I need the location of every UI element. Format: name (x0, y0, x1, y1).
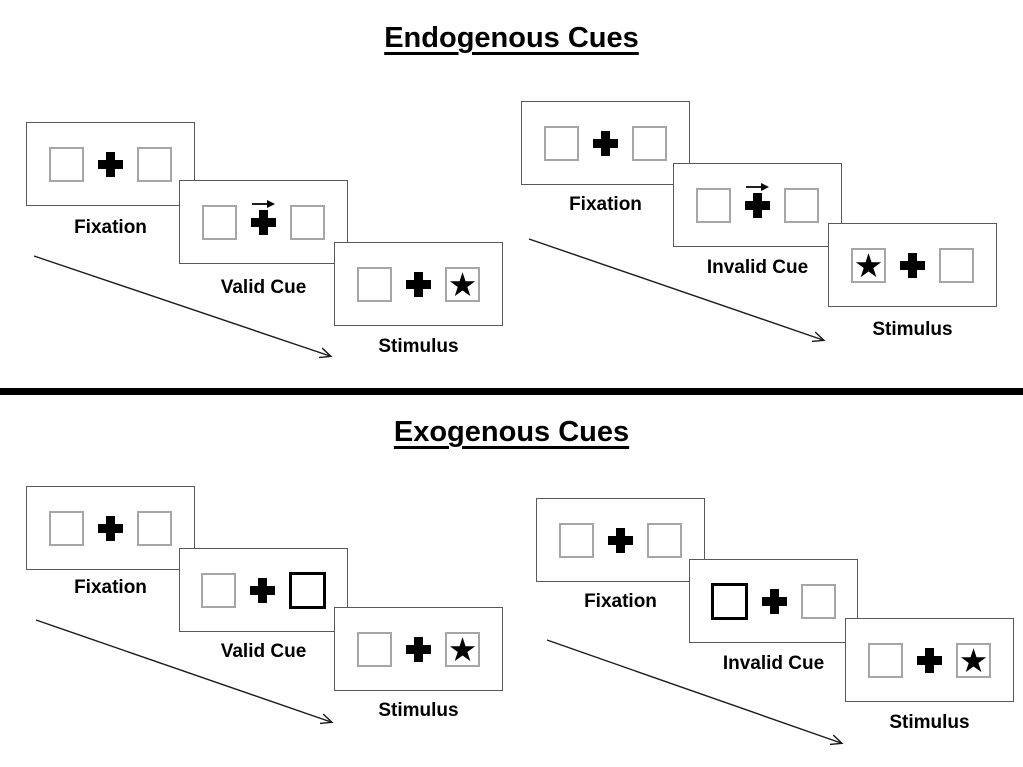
fixation-cross-icon (406, 271, 431, 297)
endo-valid-stimulus-panel: ★ (334, 242, 503, 326)
fixation-cross-icon (900, 252, 925, 278)
panel-label: Valid Cue (220, 277, 307, 298)
left-box (357, 631, 392, 667)
panel-label: Valid Cue (220, 641, 307, 662)
exo-valid-fixation-panel (26, 486, 195, 570)
endo-valid-cue-panel (179, 180, 348, 264)
endo-invalid-cue-panel (673, 163, 842, 247)
panel-label: Fixation (74, 217, 147, 238)
endo-invalid-stimulus-panel: ★ (828, 223, 997, 307)
panel-label: Fixation (569, 194, 642, 215)
exogenous-section-title: Exogenous Cues (393, 416, 630, 448)
panel-label: Stimulus (872, 319, 953, 340)
exo-invalid-cue-panel (689, 559, 858, 643)
right-box (137, 146, 172, 182)
highlighted-left-box-cue (711, 582, 748, 620)
exo-valid-stimulus-panel: ★ (334, 607, 503, 691)
panel-label: Stimulus (889, 712, 970, 733)
right-box (801, 583, 836, 619)
right-box (939, 247, 974, 283)
exo-valid-cue-panel (179, 548, 348, 632)
panel-label: Fixation (584, 591, 657, 612)
fixation-cross-icon (593, 130, 618, 156)
exo-invalid-fixation-panel (536, 498, 705, 582)
left-box (868, 642, 903, 678)
fixation-cross-icon (250, 577, 275, 603)
star-stimulus-right-box: ★ (445, 631, 480, 667)
cue-cross-group (251, 199, 276, 235)
right-box (290, 204, 325, 240)
panel-label: Invalid Cue (722, 653, 825, 674)
left-box (202, 204, 237, 240)
left-box (201, 572, 236, 608)
cue-cross-group (745, 182, 770, 218)
left-box (544, 125, 579, 161)
left-box (559, 522, 594, 558)
star-stimulus-right-box: ★ (445, 266, 480, 302)
fixation-cross-icon (917, 647, 942, 673)
left-box (696, 187, 731, 223)
exo-invalid-stimulus-panel: ★ (845, 618, 1014, 702)
fixation-cross-icon (745, 192, 770, 218)
endo-valid-fixation-panel (26, 122, 195, 206)
panel-label: Fixation (74, 577, 147, 598)
left-box (49, 146, 84, 182)
timeline-arrow-exo-valid (35, 619, 331, 722)
timeline-arrow-endo-valid (33, 255, 330, 356)
endo-invalid-fixation-panel (521, 101, 690, 185)
timeline-arrow-endo-invalid (528, 238, 823, 340)
left-box (357, 266, 392, 302)
left-box (49, 510, 84, 546)
panel-label: Stimulus (378, 700, 459, 721)
fixation-cross-icon (98, 515, 123, 541)
right-box (137, 510, 172, 546)
right-box (647, 522, 682, 558)
right-box (784, 187, 819, 223)
fixation-cross-icon (608, 527, 633, 553)
right-arrow-cue-icon (745, 182, 769, 191)
endogenous-section-title: Endogenous Cues (384, 22, 639, 54)
section-divider (0, 388, 1023, 395)
fixation-cross-icon (762, 588, 787, 614)
star-stimulus-left-box: ★ (851, 247, 886, 283)
right-arrow-cue-icon (251, 199, 275, 208)
fixation-cross-icon (251, 209, 276, 235)
right-box (632, 125, 667, 161)
fixation-cross-icon (98, 151, 123, 177)
panel-label: Stimulus (378, 336, 459, 357)
star-stimulus-right-box: ★ (956, 642, 991, 678)
panel-label: Invalid Cue (706, 257, 809, 278)
highlighted-right-box-cue (289, 571, 326, 609)
fixation-cross-icon (406, 636, 431, 662)
